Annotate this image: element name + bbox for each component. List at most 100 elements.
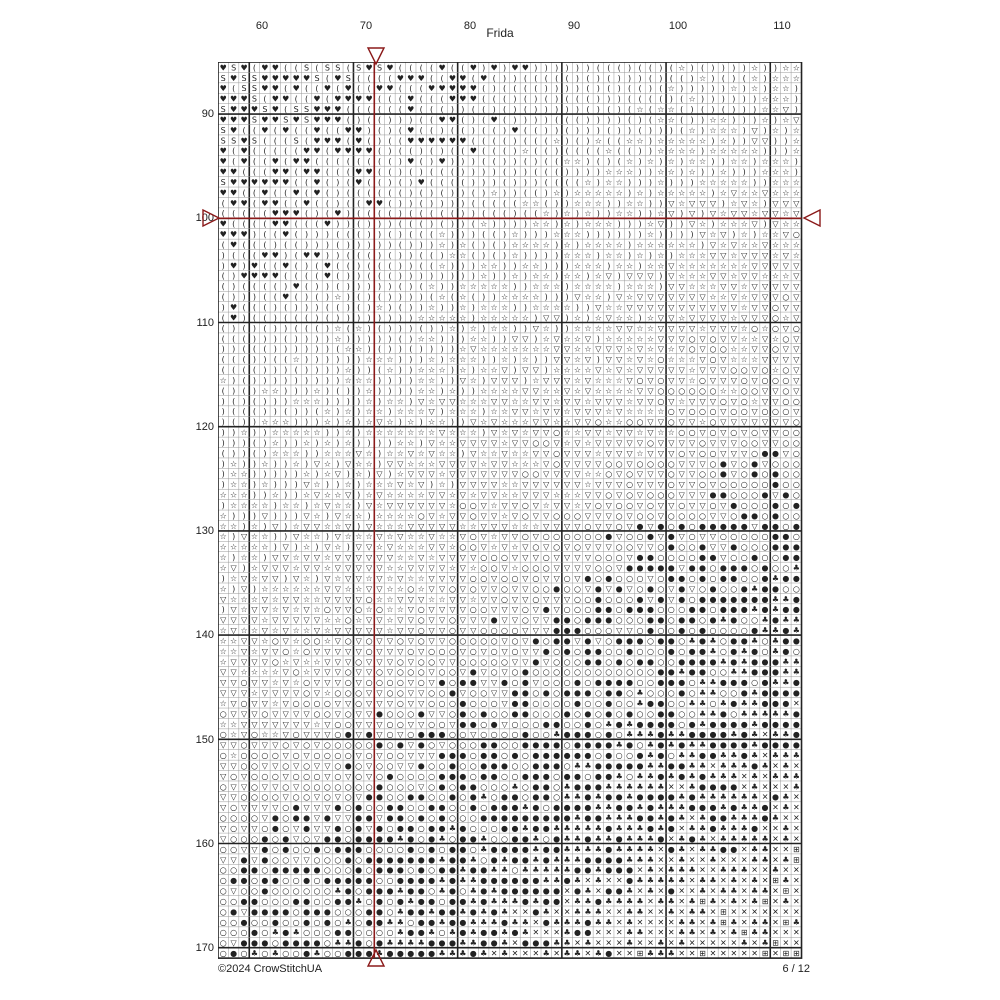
stitch-symbol: ○: [720, 480, 727, 489]
stitch-symbol: ♣: [480, 907, 487, 916]
stitch-symbol: ○: [720, 647, 727, 656]
stitch-symbol: (: [368, 178, 371, 187]
stitch-symbol: ○: [741, 626, 748, 635]
stitch-symbol: (: [399, 95, 402, 104]
stitch-symbol: ▽: [470, 470, 477, 479]
stitch-symbol: ✕: [637, 866, 644, 875]
stitch-symbol: ○: [324, 709, 331, 718]
stitch-symbol: ▽: [668, 438, 675, 447]
stitch-symbol: ●: [584, 730, 591, 739]
stitch-symbol: ▽: [491, 689, 498, 698]
stitch-symbol: ☆: [709, 282, 716, 291]
stitch-symbol: ♣: [689, 897, 696, 906]
stitch-symbol: ▽: [772, 209, 779, 218]
stitch-symbol: ☆: [584, 199, 591, 208]
stitch-symbol: ♣: [668, 949, 675, 958]
stitch-symbol: ♥: [324, 272, 331, 281]
stitch-symbol: (: [222, 386, 225, 395]
stitch-symbol: ▽: [501, 563, 508, 572]
stitch-symbol: ○: [772, 553, 779, 562]
stitch-symbol: ♣: [563, 866, 570, 875]
stitch-symbol: ▽: [335, 553, 342, 562]
stitch-symbol: ☆: [418, 584, 425, 593]
stitch-symbol: ): [420, 272, 423, 281]
stitch-symbol: ♣: [438, 834, 445, 843]
stitch-symbol: ☆: [386, 428, 393, 437]
stitch-symbol: ○: [334, 918, 341, 927]
stitch-symbol: ☆: [720, 209, 727, 218]
stitch-symbol: ○: [709, 605, 716, 614]
stitch-symbol: ●: [366, 730, 373, 739]
stitch-symbol: ☆: [657, 105, 664, 114]
stitch-symbol: ▽: [429, 636, 436, 645]
stitch-symbol: ○: [230, 928, 237, 937]
stitch-symbol: (: [388, 74, 391, 83]
stitch-symbol: ●: [407, 793, 414, 802]
stitch-symbol: ): [326, 334, 329, 343]
stitch-symbol: ): [482, 324, 485, 333]
stitch-symbol: ○: [647, 689, 654, 698]
stitch-symbol: (: [347, 230, 350, 239]
stitch-symbol: ☆: [574, 366, 581, 375]
stitch-symbol: ): [263, 376, 266, 385]
stitch-symbol: ): [638, 230, 641, 239]
stitch-symbol: ▽: [679, 563, 686, 572]
stitch-symbol: ●: [376, 907, 383, 916]
stitch-symbol: ●: [324, 834, 331, 843]
stitch-symbol: (: [357, 209, 360, 218]
stitch-symbol: ☆: [480, 313, 487, 322]
stitch-symbol: ○: [699, 449, 706, 458]
stitch-symbol: ☆: [584, 293, 591, 302]
stitch-symbol: (: [263, 157, 266, 166]
stitch-symbol: (: [618, 63, 621, 72]
stitch-symbol: (: [586, 105, 589, 114]
stitch-symbol: ♥: [407, 157, 414, 166]
stitch-symbol: ☆: [584, 261, 591, 270]
stitch-symbol: ●: [293, 803, 300, 812]
stitch-symbol: ○: [741, 397, 748, 406]
stitch-symbol: ○: [678, 511, 685, 520]
stitch-symbol: ☆: [501, 438, 508, 447]
stitch-symbol: ♣: [699, 689, 706, 698]
stitch-symbol: ): [795, 95, 798, 104]
stitch-symbol: ✕: [741, 855, 748, 864]
stitch-symbol: (: [222, 355, 225, 364]
stitch-symbol: ○: [793, 230, 800, 239]
stitch-symbol: ▽: [376, 730, 383, 739]
stitch-symbol: ▽: [272, 741, 279, 750]
stitch-symbol: ☆: [407, 438, 414, 447]
stitch-symbol: ○: [511, 866, 518, 875]
stitch-symbol: ○: [366, 866, 373, 875]
stitch-symbol: ✕: [512, 907, 519, 916]
stitch-symbol: ▽: [283, 793, 290, 802]
stitch-symbol: ): [670, 95, 673, 104]
stitch-symbol: ▽: [272, 782, 279, 791]
stitch-symbol: ○: [407, 709, 414, 718]
stitch-symbol: ♣: [511, 782, 518, 791]
stitch-symbol: ♥: [345, 126, 352, 135]
stitch-symbol: ●: [386, 803, 393, 812]
stitch-symbol: ): [326, 480, 329, 489]
stitch-symbol: ○: [741, 532, 748, 541]
stitch-symbol: ○: [751, 438, 758, 447]
stitch-symbol: ▽: [616, 345, 623, 354]
stitch-symbol: ): [555, 63, 558, 72]
stitch-symbol: ): [691, 105, 694, 114]
stitch-symbol: ▽: [491, 574, 498, 583]
stitch-symbol: ▽: [668, 397, 675, 406]
stitch-symbol: ✕: [772, 834, 779, 843]
stitch-symbol: ▽: [574, 522, 581, 531]
stitch-symbol: ): [691, 74, 694, 83]
stitch-symbol: ▽: [460, 438, 467, 447]
stitch-symbol: ○: [470, 741, 477, 750]
stitch-symbol: ▽: [293, 616, 300, 625]
stitch-symbol: ○: [303, 887, 310, 896]
stitch-symbol: ○: [647, 709, 654, 718]
stitch-symbol: ☆: [511, 240, 518, 249]
stitch-symbol: ○: [324, 782, 331, 791]
stitch-symbol: ♣: [689, 782, 696, 791]
stitch-symbol: ●: [709, 751, 716, 760]
stitch-symbol: ▽: [616, 563, 623, 572]
stitch-symbol: ○: [459, 501, 466, 510]
stitch-symbol: (: [274, 355, 277, 364]
